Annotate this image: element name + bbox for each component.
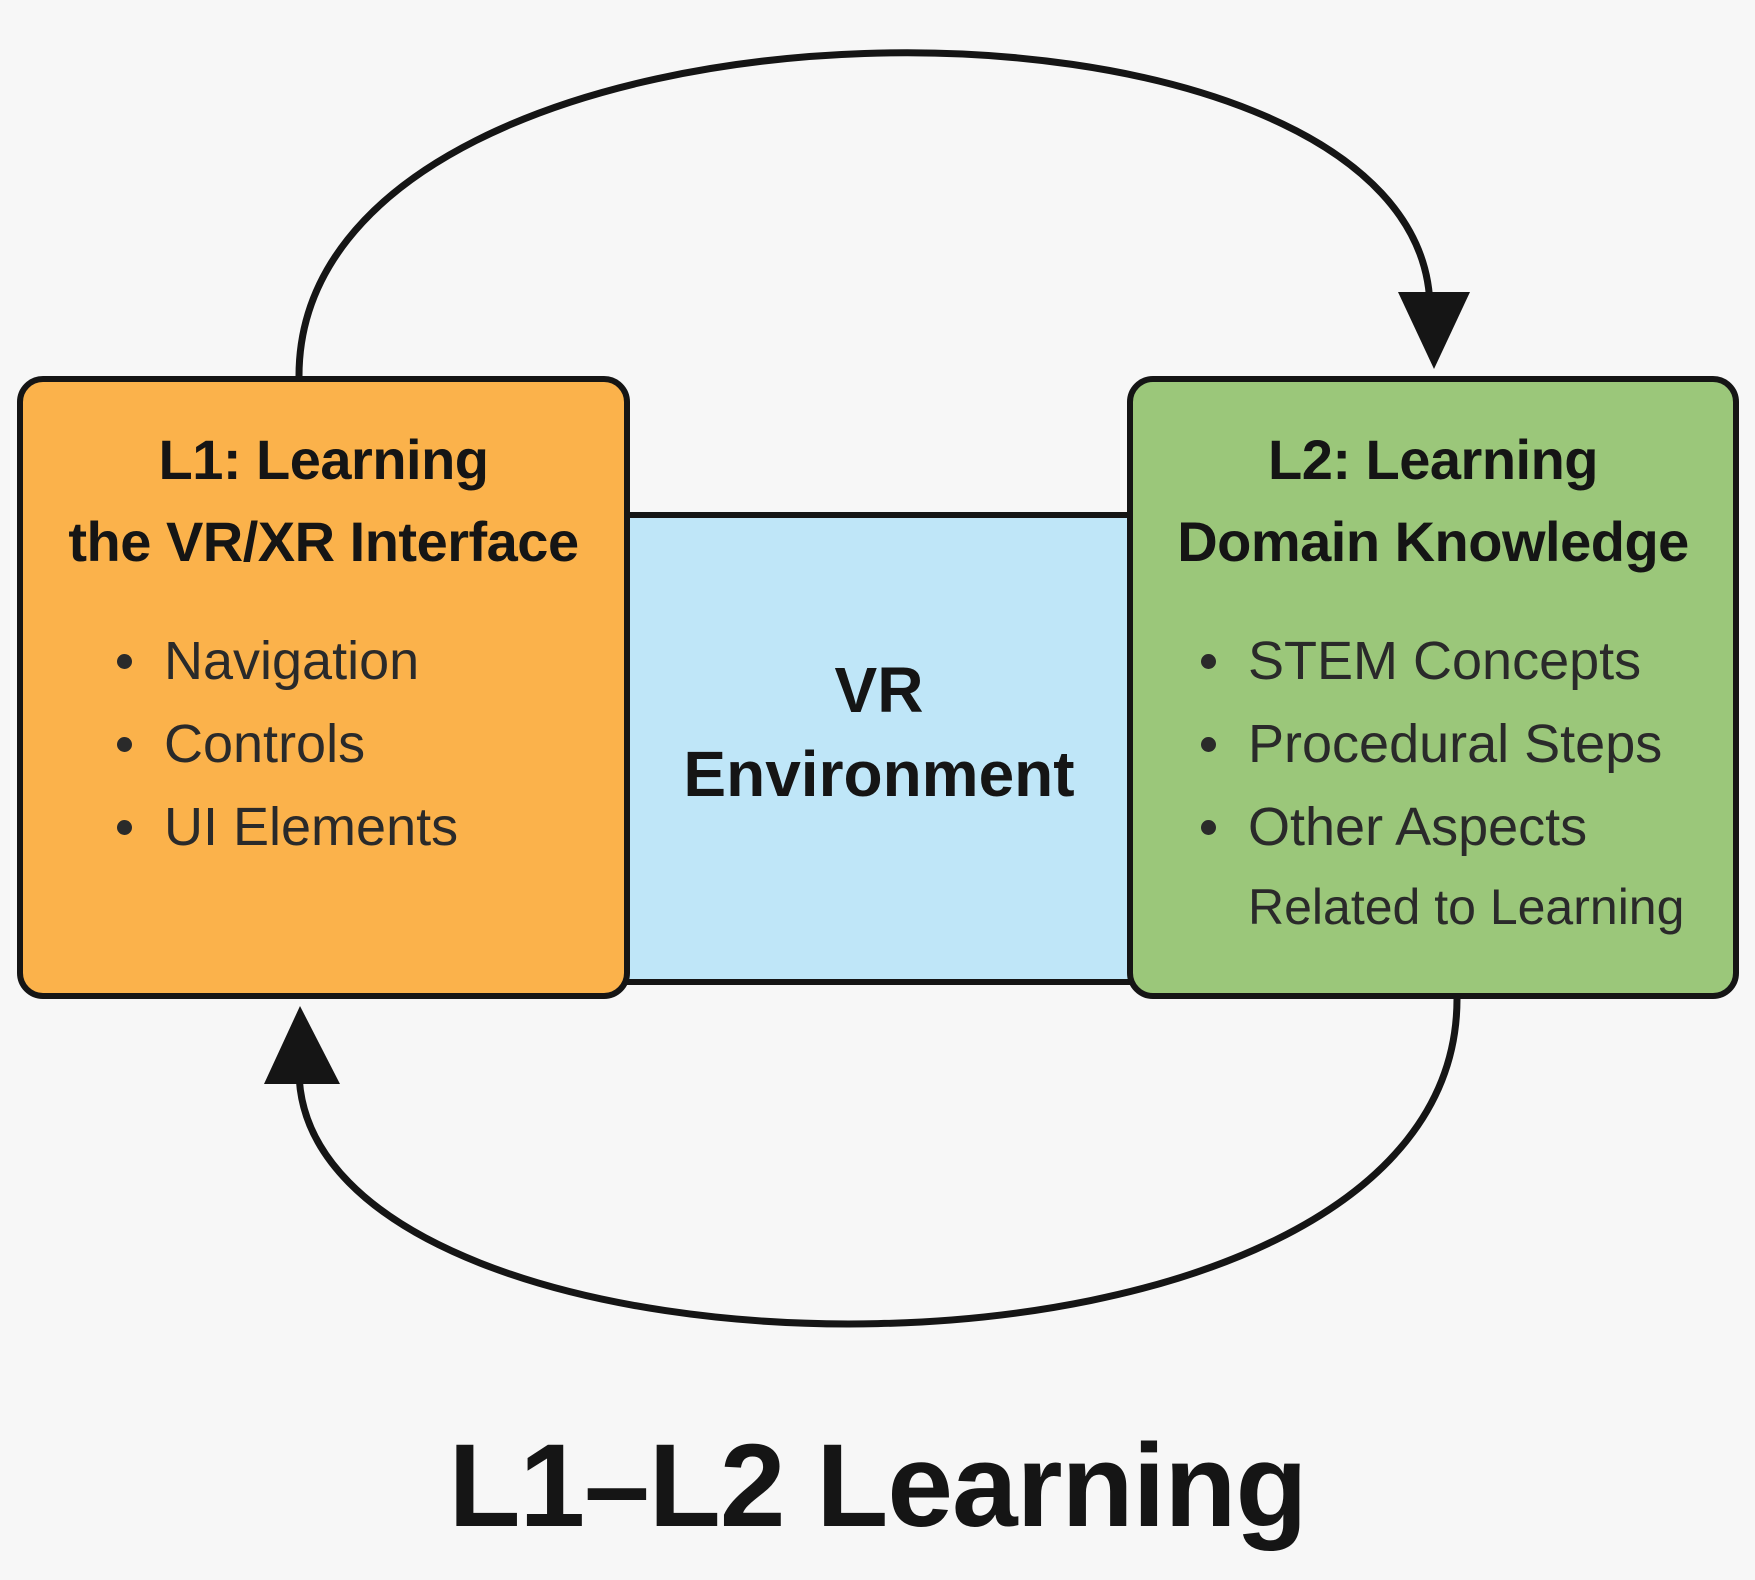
l2-title-line2: Domain Knowledge [1177,510,1689,573]
l1-item-label: Navigation [164,631,420,691]
vr-environment-label: VR Environment [626,648,1132,816]
l2-item-continuation: Related to Learning [1248,879,1685,935]
arrow-bottom-curve [295,998,1461,1328]
vr-label-line2: Environment [683,738,1075,810]
list-item: STEM Concepts [1201,620,1684,703]
l2-item-label: STEM Concepts [1248,631,1642,691]
l2-title: L2: Learning Domain Knowledge [1133,419,1733,583]
l2-item-label: Procedural Steps [1248,714,1663,774]
bullet-dot-icon [1201,820,1216,835]
arrow-top-curve [295,49,1434,377]
bullet-dot-icon [1201,737,1216,752]
l1-item-label: UI Elements [164,797,459,857]
bullet-dot-icon [1201,654,1216,669]
list-item: UI Elements [117,786,458,869]
l2-item-label: Other Aspects [1248,797,1588,857]
bullet-dot-icon [117,820,132,835]
list-item: Other Aspects Related to Learning [1201,786,1684,945]
bullet-dot-icon [117,654,132,669]
arrow-bottom-head [264,1006,340,1084]
l1-title: L1: Learning the VR/XR Interface [23,419,624,583]
arrow-top-head [1398,292,1470,369]
l2-title-line1: L2: Learning [1267,428,1599,491]
l2-bullet-list: STEM Concepts Procedural Steps Other Asp… [1201,620,1684,945]
l2-box: L2: Learning Domain Knowledge STEM Conce… [1127,376,1739,999]
list-item: Controls [117,703,458,786]
bullet-dot-icon [117,737,132,752]
l1-title-line1: L1: Learning [158,428,489,491]
l1-item-label: Controls [164,714,366,774]
diagram-title: L1–L2 Learning [448,1420,1307,1552]
vr-label-line1: VR [834,654,924,726]
l1-bullet-list: Navigation Controls UI Elements [117,620,458,869]
l1-title-line2: the VR/XR Interface [68,510,579,573]
l1-box: L1: Learning the VR/XR Interface Navigat… [17,376,630,999]
list-item: Procedural Steps [1201,703,1684,786]
list-item: Navigation [117,620,458,703]
vr-environment-box: VR Environment [620,512,1138,985]
